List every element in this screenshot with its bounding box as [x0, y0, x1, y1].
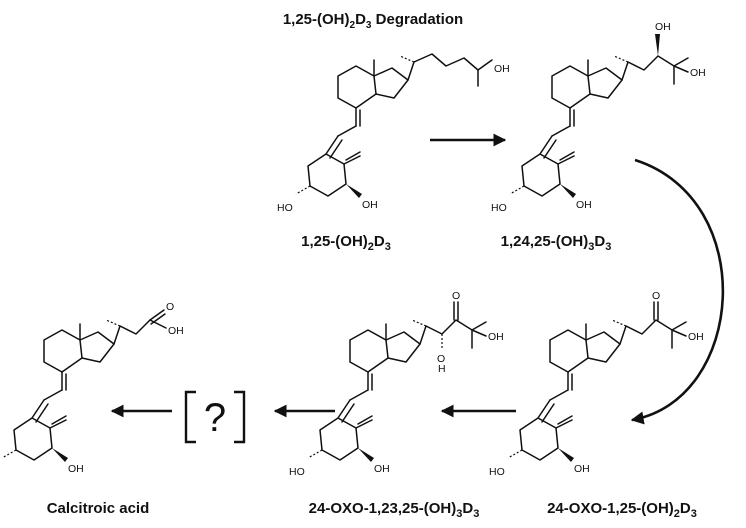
right-bracket	[234, 390, 246, 444]
compound-5-oh: OH	[168, 325, 184, 337]
diagram-title: 1,25-(OH)2D3 Degradation	[283, 11, 463, 31]
compound-4-ho-3: HO	[289, 466, 305, 478]
compound-4-o-23: O	[437, 353, 445, 365]
left-bracket	[184, 390, 196, 444]
unknown-question-mark: ?	[204, 396, 226, 440]
compound-4-oh-1: OH	[374, 463, 390, 475]
unknown-intermediate: ?	[184, 390, 246, 444]
compound-3-structure: O OH HO OH	[489, 290, 704, 478]
compound-2-ho-3: HO	[491, 202, 507, 214]
compound-5-o: O	[166, 301, 174, 313]
compound-5-label: Calcitroic acid	[47, 500, 150, 517]
arrow-2-to-3	[630, 158, 725, 425]
compound-3-oh-1: OH	[574, 463, 590, 475]
compound-2-oh-1: OH	[576, 199, 592, 211]
compound-2-label: 1,24,25-(OH)3D3	[501, 233, 612, 253]
compound-3-oxo: O	[652, 290, 660, 302]
compound-1-ho-3: HO	[277, 202, 293, 214]
compound-4-oh-25: OH	[488, 331, 504, 343]
compound-3-label: 24-OXO-1,25-(OH)2D3	[547, 500, 697, 520]
compound-2-oh-25: OH	[690, 67, 706, 79]
compound-1-structure: OH HO OH	[277, 53, 510, 214]
compound-1-label: 1,25-(OH)2D3	[301, 233, 391, 253]
compound-4-label: 24-OXO-1,23,25-(OH)3D3	[309, 500, 480, 520]
compound-3-oh-25: OH	[688, 331, 704, 343]
compound-3-ho-3: HO	[489, 466, 505, 478]
compound-1-oh-25: OH	[494, 63, 510, 75]
compound-4-h-23: H	[438, 363, 446, 375]
compound-5-structure: O OH HO OH	[1, 301, 184, 475]
compound-1-oh-1: OH	[362, 199, 378, 211]
compound-2-oh-24: OH	[655, 21, 671, 33]
compound-2-structure: OH OH HO OH	[491, 21, 706, 214]
compound-5-oh-1: OH	[68, 463, 84, 475]
compound-4-oxo: O	[452, 290, 460, 302]
compound-4-structure: O O H OH HO OH	[289, 290, 504, 478]
